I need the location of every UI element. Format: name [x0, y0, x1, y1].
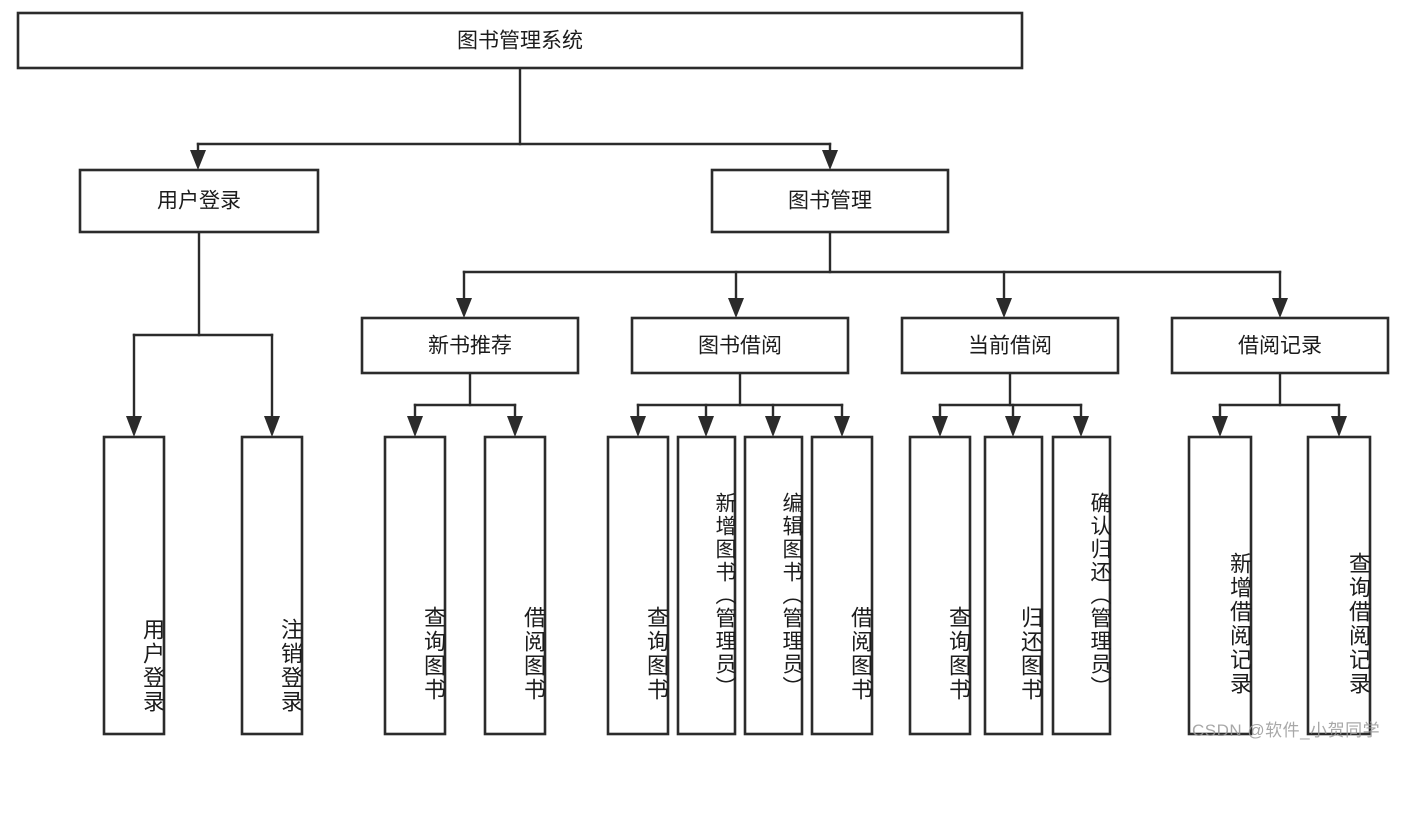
arrow-icon-to-borrow-record	[1272, 298, 1288, 318]
node-box-leaf-add-book[interactable]	[676, 435, 737, 736]
arrow-icon-leaf-query-record	[1331, 416, 1347, 437]
arrow-heads	[126, 150, 1347, 437]
node-label-book-borrow: 图书借阅	[698, 335, 782, 358]
tree-diagram-svg: 图书管理系统 用户登录 图书管理 新书推荐 图书借阅 当前借阅 借阅记录	[16, 11, 1390, 736]
node-box-root[interactable]	[16, 11, 1024, 70]
node-box-leaf-edit-book[interactable]	[743, 435, 804, 736]
node-box-leaf-borrow-book-2[interactable]	[810, 435, 874, 736]
arrow-icon-leaf-user-login	[126, 416, 142, 437]
node-box-borrow-record[interactable]	[1170, 316, 1390, 375]
arrow-icon-leaf-query-book-3	[932, 416, 948, 437]
node-box-book-manage[interactable]	[710, 168, 950, 234]
csdn-watermark: CSDN @软件_小贺同学	[1192, 721, 1381, 740]
arrow-icon-to-book-borrow	[728, 298, 744, 318]
node-label-root: 图书管理系统	[457, 30, 583, 53]
node-box-new-book-rec[interactable]	[360, 316, 580, 375]
arrow-icon-leaf-query-book-2	[630, 416, 646, 437]
arrow-icon-leaf-borrow-book-2	[834, 416, 850, 437]
arrow-icon-to-book-manage	[822, 150, 838, 170]
node-box-leaf-query-book-1[interactable]	[383, 435, 447, 736]
node-box-leaf-confirm-return[interactable]	[1051, 435, 1112, 736]
node-label-current-borrow: 当前借阅	[968, 335, 1052, 358]
node-label-new-book-rec: 新书推荐	[428, 335, 512, 358]
node-box-current-borrow[interactable]	[900, 316, 1120, 375]
arrow-icon-leaf-user-logout	[264, 416, 280, 437]
node-box-leaf-query-book-3[interactable]	[908, 435, 972, 736]
node-box-leaf-borrow-book-1[interactable]	[483, 435, 547, 736]
node-box-leaf-return-book[interactable]	[983, 435, 1044, 736]
node-boxes: 图书管理系统 用户登录 图书管理 新书推荐 图书借阅 当前借阅 借阅记录	[16, 11, 1390, 736]
node-box-leaf-query-record[interactable]	[1306, 435, 1372, 736]
arrow-icon-leaf-confirm-return	[1073, 416, 1089, 437]
node-box-leaf-add-record[interactable]	[1187, 435, 1253, 736]
node-box-leaf-user-login[interactable]	[102, 435, 166, 736]
arrow-icon-to-current-borrow	[996, 298, 1012, 318]
node-box-user-login[interactable]	[78, 168, 320, 234]
arrow-icon-to-user-login	[190, 150, 206, 170]
arrow-icon-leaf-return-book	[1005, 416, 1021, 437]
node-box-leaf-query-book-2[interactable]	[606, 435, 670, 736]
arrow-icon-to-new-book-rec	[456, 298, 472, 318]
arrow-icon-leaf-add-book	[698, 416, 714, 437]
diagram-canvas: 图书管理系统 用户登录 图书管理 新书推荐 图书借阅 当前借阅 借阅记录	[16, 11, 1390, 740]
arrow-icon-leaf-add-record	[1212, 416, 1228, 437]
node-label-user-login: 用户登录	[157, 190, 241, 213]
arrow-icon-leaf-edit-book	[765, 416, 781, 437]
node-box-book-borrow[interactable]	[630, 316, 850, 375]
arrow-icon-leaf-query-book-1	[407, 416, 423, 437]
node-label-borrow-record: 借阅记录	[1238, 335, 1322, 358]
node-label-book-manage: 图书管理	[788, 190, 872, 213]
arrow-icon-leaf-borrow-book-1	[507, 416, 523, 437]
node-box-leaf-user-logout[interactable]	[240, 435, 304, 736]
